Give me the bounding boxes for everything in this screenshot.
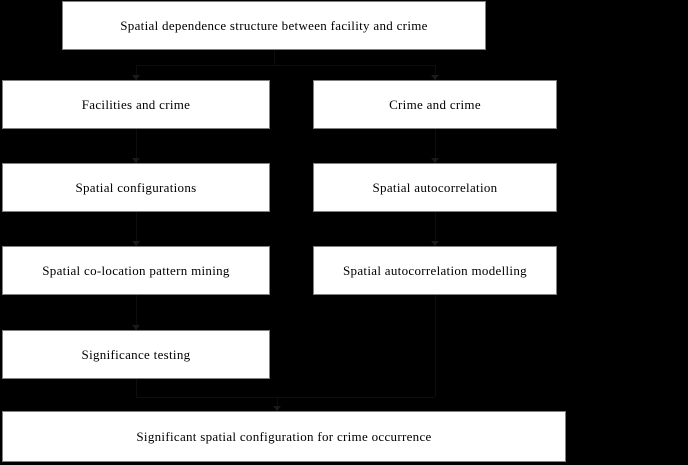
node-label: Spatial co-location pattern mining [42, 262, 230, 278]
connector-result-down [277, 397, 278, 411]
node-label: Spatial configurations [75, 179, 197, 195]
node-label: Significance testing [81, 346, 191, 362]
arrowhead-right-2-3 [431, 241, 439, 246]
connector-merge-to-result [136, 397, 435, 398]
node-facilities-and-crime[interactable]: Facilities and crime [2, 80, 270, 129]
node-significant-spatial-configuration[interactable]: Significant spatial configuration for cr… [2, 411, 566, 462]
connector-to-crime [435, 65, 436, 80]
connector-left-to-result [136, 379, 137, 397]
connector-left-2-3 [136, 212, 137, 246]
arrowhead-left-3-4 [132, 325, 140, 330]
connector-right-2-3 [435, 212, 436, 246]
connector-right-1-2 [435, 129, 436, 163]
arrowhead-to-crime [431, 75, 439, 80]
node-significance-testing[interactable]: Significance testing [2, 330, 270, 379]
connector-to-facilities [136, 65, 137, 80]
connector-right-to-result [435, 295, 436, 397]
node-spatial-dependence-structure[interactable]: Spatial dependence structure between fac… [62, 1, 486, 50]
connector-title-split [136, 65, 435, 66]
arrowhead-right-1-2 [431, 158, 439, 163]
node-label: Significant spatial configuration for cr… [136, 428, 432, 444]
node-label: Spatial autocorrelation [372, 179, 498, 195]
arrowhead-left-1-2 [132, 158, 140, 163]
node-label: Spatial dependence structure between fac… [120, 17, 428, 33]
node-spatial-autocorrelation[interactable]: Spatial autocorrelation [313, 163, 557, 212]
node-crime-and-crime[interactable]: Crime and crime [313, 80, 557, 129]
node-spatial-autocorrelation-modelling[interactable]: Spatial autocorrelation modelling [313, 246, 557, 295]
node-spatial-configurations[interactable]: Spatial configurations [2, 163, 270, 212]
arrowhead-left-2-3 [132, 241, 140, 246]
arrowhead-to-result [273, 406, 281, 411]
node-label: Spatial autocorrelation modelling [343, 262, 527, 278]
node-spatial-co-location-pattern-mining[interactable]: Spatial co-location pattern mining [2, 246, 270, 295]
connector-left-1-2 [136, 129, 137, 163]
connector-left-3-4 [136, 295, 137, 330]
connector-title-down [274, 50, 275, 65]
arrowhead-to-facilities [132, 75, 140, 80]
node-label: Facilities and crime [81, 96, 191, 112]
node-label: Crime and crime [389, 96, 481, 112]
